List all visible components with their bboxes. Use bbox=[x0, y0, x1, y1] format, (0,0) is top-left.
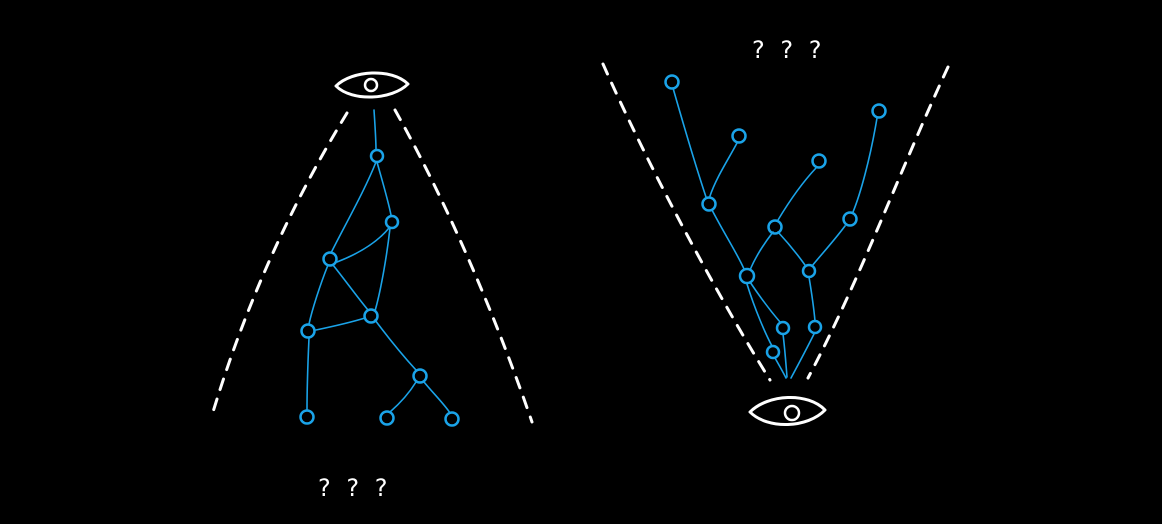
graph-nodes bbox=[299, 148, 460, 427]
graph-node bbox=[871, 103, 887, 119]
graph-node bbox=[664, 74, 680, 90]
graph-node bbox=[731, 128, 747, 144]
unknown-question-marks: ? ? ? bbox=[318, 474, 391, 502]
edge bbox=[782, 333, 788, 378]
edge bbox=[373, 109, 377, 151]
graph-edges bbox=[672, 87, 878, 379]
edge bbox=[374, 227, 391, 312]
edge bbox=[315, 317, 366, 331]
edge bbox=[423, 381, 451, 414]
graph-node bbox=[811, 153, 827, 169]
edge bbox=[711, 209, 745, 270]
cone-boundary-right bbox=[806, 65, 950, 380]
edge bbox=[746, 283, 773, 347]
graph-node bbox=[738, 267, 756, 285]
unknown-question-marks: ? ? ? bbox=[752, 36, 825, 64]
cone-boundary-left bbox=[211, 111, 349, 414]
graph-edges bbox=[306, 109, 451, 414]
edge bbox=[336, 227, 390, 263]
edge bbox=[389, 381, 417, 413]
edge bbox=[672, 87, 707, 198]
edge bbox=[811, 225, 846, 267]
graph-node bbox=[765, 344, 781, 360]
eye-icon bbox=[334, 71, 410, 99]
graph-node bbox=[701, 196, 717, 212]
graph-node bbox=[412, 368, 428, 384]
edge bbox=[774, 357, 787, 379]
graph-node bbox=[322, 251, 338, 267]
left-panel: ? ? ? bbox=[211, 71, 534, 502]
edge bbox=[330, 161, 377, 254]
edge bbox=[777, 167, 817, 221]
edge bbox=[777, 231, 806, 266]
edge bbox=[852, 117, 878, 213]
edge bbox=[749, 231, 774, 271]
edge bbox=[749, 281, 781, 323]
edge bbox=[790, 333, 815, 379]
graph-node bbox=[299, 409, 315, 425]
graph-node bbox=[767, 219, 783, 235]
graph-node bbox=[379, 410, 395, 426]
edge bbox=[808, 276, 816, 322]
edge bbox=[308, 264, 329, 325]
graph-node bbox=[384, 214, 400, 230]
edge bbox=[376, 161, 392, 216]
graph-node bbox=[801, 263, 817, 279]
edge bbox=[332, 264, 369, 311]
graph-node bbox=[775, 320, 791, 336]
graph-nodes bbox=[664, 74, 887, 360]
edge bbox=[374, 319, 417, 371]
graph-node bbox=[842, 211, 858, 227]
graph-node bbox=[444, 411, 460, 427]
graph-node bbox=[363, 308, 379, 324]
graph-node bbox=[807, 319, 823, 335]
graph-node bbox=[369, 148, 385, 164]
right-panel: ? ? ? bbox=[601, 36, 950, 426]
edge bbox=[306, 337, 310, 411]
cone-boundary-right bbox=[393, 108, 534, 424]
edge bbox=[709, 142, 738, 197]
eye-icon bbox=[748, 396, 827, 426]
graph-node bbox=[300, 323, 316, 339]
cone-boundary-left bbox=[601, 62, 772, 382]
